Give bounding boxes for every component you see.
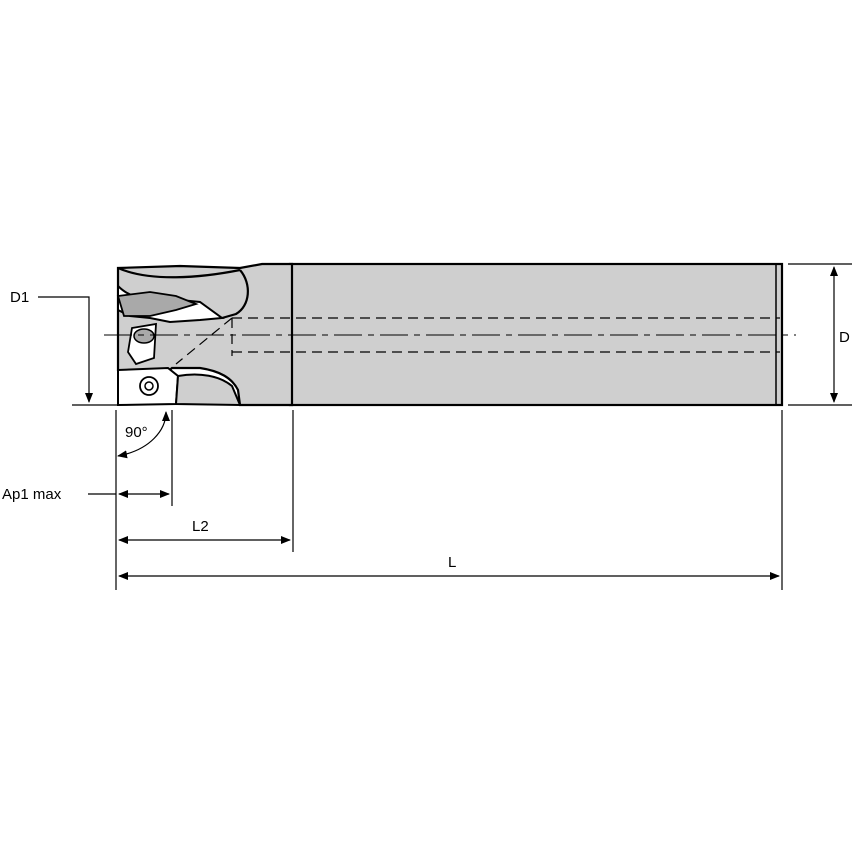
angle-arc xyxy=(117,411,170,459)
d1-leader xyxy=(38,296,93,403)
head-top-groove xyxy=(117,266,241,279)
l-label: L xyxy=(448,554,456,571)
lower-chip-pocket xyxy=(174,373,242,407)
l2-label: L2 xyxy=(192,518,209,535)
insert-screw-socket xyxy=(144,381,154,391)
d-label: D xyxy=(839,329,850,346)
ap1-label: Ap1 max xyxy=(2,486,62,503)
upper-screw-head xyxy=(133,328,155,344)
coolant-channel-hidden xyxy=(175,317,233,365)
l2-dimension: L2 xyxy=(118,518,291,544)
angle-label: 90° xyxy=(125,424,148,441)
ap1-dimension: Ap1 max xyxy=(2,486,170,503)
upper-insert xyxy=(116,291,199,317)
d1-dimension: D1 xyxy=(10,289,93,403)
insert-screw-icon xyxy=(139,376,159,396)
d-dimension: D xyxy=(830,266,850,403)
flute-clearance xyxy=(221,269,249,320)
l-dimension: L xyxy=(118,554,780,580)
angle-dimension: 90° xyxy=(117,411,170,459)
d1-label: D1 xyxy=(10,289,29,306)
